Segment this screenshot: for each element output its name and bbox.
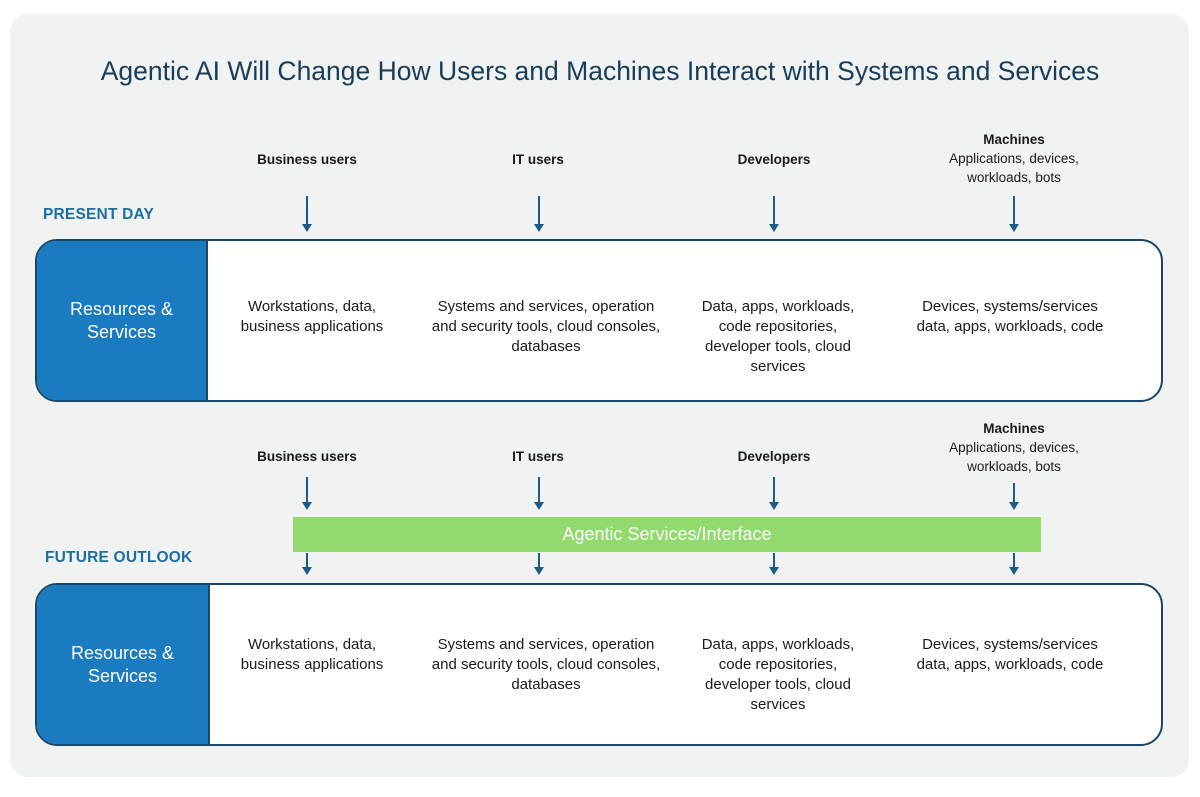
present-cell-business-users: Workstations, data, business application… xyxy=(240,298,384,335)
future-arrow-it-users-in xyxy=(534,477,544,510)
present-arrow-machines xyxy=(1009,196,1019,232)
future-arrow-machines-out xyxy=(1009,553,1019,575)
present-resources-box: Resources & Services xyxy=(35,239,1163,402)
actor-name: Business users xyxy=(257,449,357,464)
future-actor-business-users: Business users xyxy=(197,447,417,466)
actor-name: Developers xyxy=(737,449,811,464)
future-arrow-developers-in xyxy=(769,477,779,510)
future-resources-box: Resources & Services xyxy=(35,583,1163,746)
future-cell-machines: Devices, systems/services data, apps, wo… xyxy=(916,636,1104,673)
future-cell-developers: Data, apps, workloads, code repositories… xyxy=(701,636,855,713)
resources-services-header: Resources & Services xyxy=(37,585,210,744)
future-cell-it-users: Systems and services, operation and secu… xyxy=(431,636,661,693)
present-arrow-it-users xyxy=(534,196,544,232)
future-arrow-it-users-out xyxy=(534,553,544,575)
actor-name: Business users xyxy=(257,152,357,167)
future-cell-business-users: Workstations, data, business application… xyxy=(240,636,384,673)
diagram-title: Agentic AI Will Change How Users and Mac… xyxy=(100,56,1100,86)
actor-name: IT users xyxy=(512,152,564,167)
actor-name: Machines xyxy=(983,132,1045,147)
actor-name: IT users xyxy=(512,449,564,464)
actor-name: Developers xyxy=(737,152,811,167)
resources-services-header: Resources & Services xyxy=(37,241,208,400)
present-day-label: PRESENT DAY xyxy=(43,206,155,223)
future-arrow-machines-in xyxy=(1009,483,1019,510)
actor-description: Applications, devices, workloads, bots xyxy=(949,151,1079,185)
future-actor-machines: Machines Applications, devices, workload… xyxy=(904,419,1124,476)
present-actor-it-users: IT users xyxy=(428,150,648,169)
future-arrow-developers-out xyxy=(769,553,779,575)
present-arrow-developers xyxy=(769,196,779,232)
future-arrow-business-users-out xyxy=(302,553,312,575)
future-outlook-label: FUTURE OUTLOOK xyxy=(45,549,193,566)
actor-description: Applications, devices, workloads, bots xyxy=(949,440,1079,474)
future-arrow-business-users-in xyxy=(302,477,312,510)
present-actor-machines: Machines Applications, devices, workload… xyxy=(904,130,1124,187)
present-arrow-business-users xyxy=(302,196,312,232)
future-actor-developers: Developers xyxy=(664,447,884,466)
future-actor-it-users: IT users xyxy=(428,447,648,466)
present-actor-developers: Developers xyxy=(664,150,884,169)
agentic-services-bar: Agentic Services/Interface xyxy=(293,517,1041,552)
present-actor-business-users: Business users xyxy=(197,150,417,169)
present-cell-developers: Data, apps, workloads, code repositories… xyxy=(701,298,855,375)
actor-name: Machines xyxy=(983,421,1045,436)
present-cell-machines: Devices, systems/services data, apps, wo… xyxy=(916,298,1104,335)
present-cell-it-users: Systems and services, operation and secu… xyxy=(431,298,661,355)
